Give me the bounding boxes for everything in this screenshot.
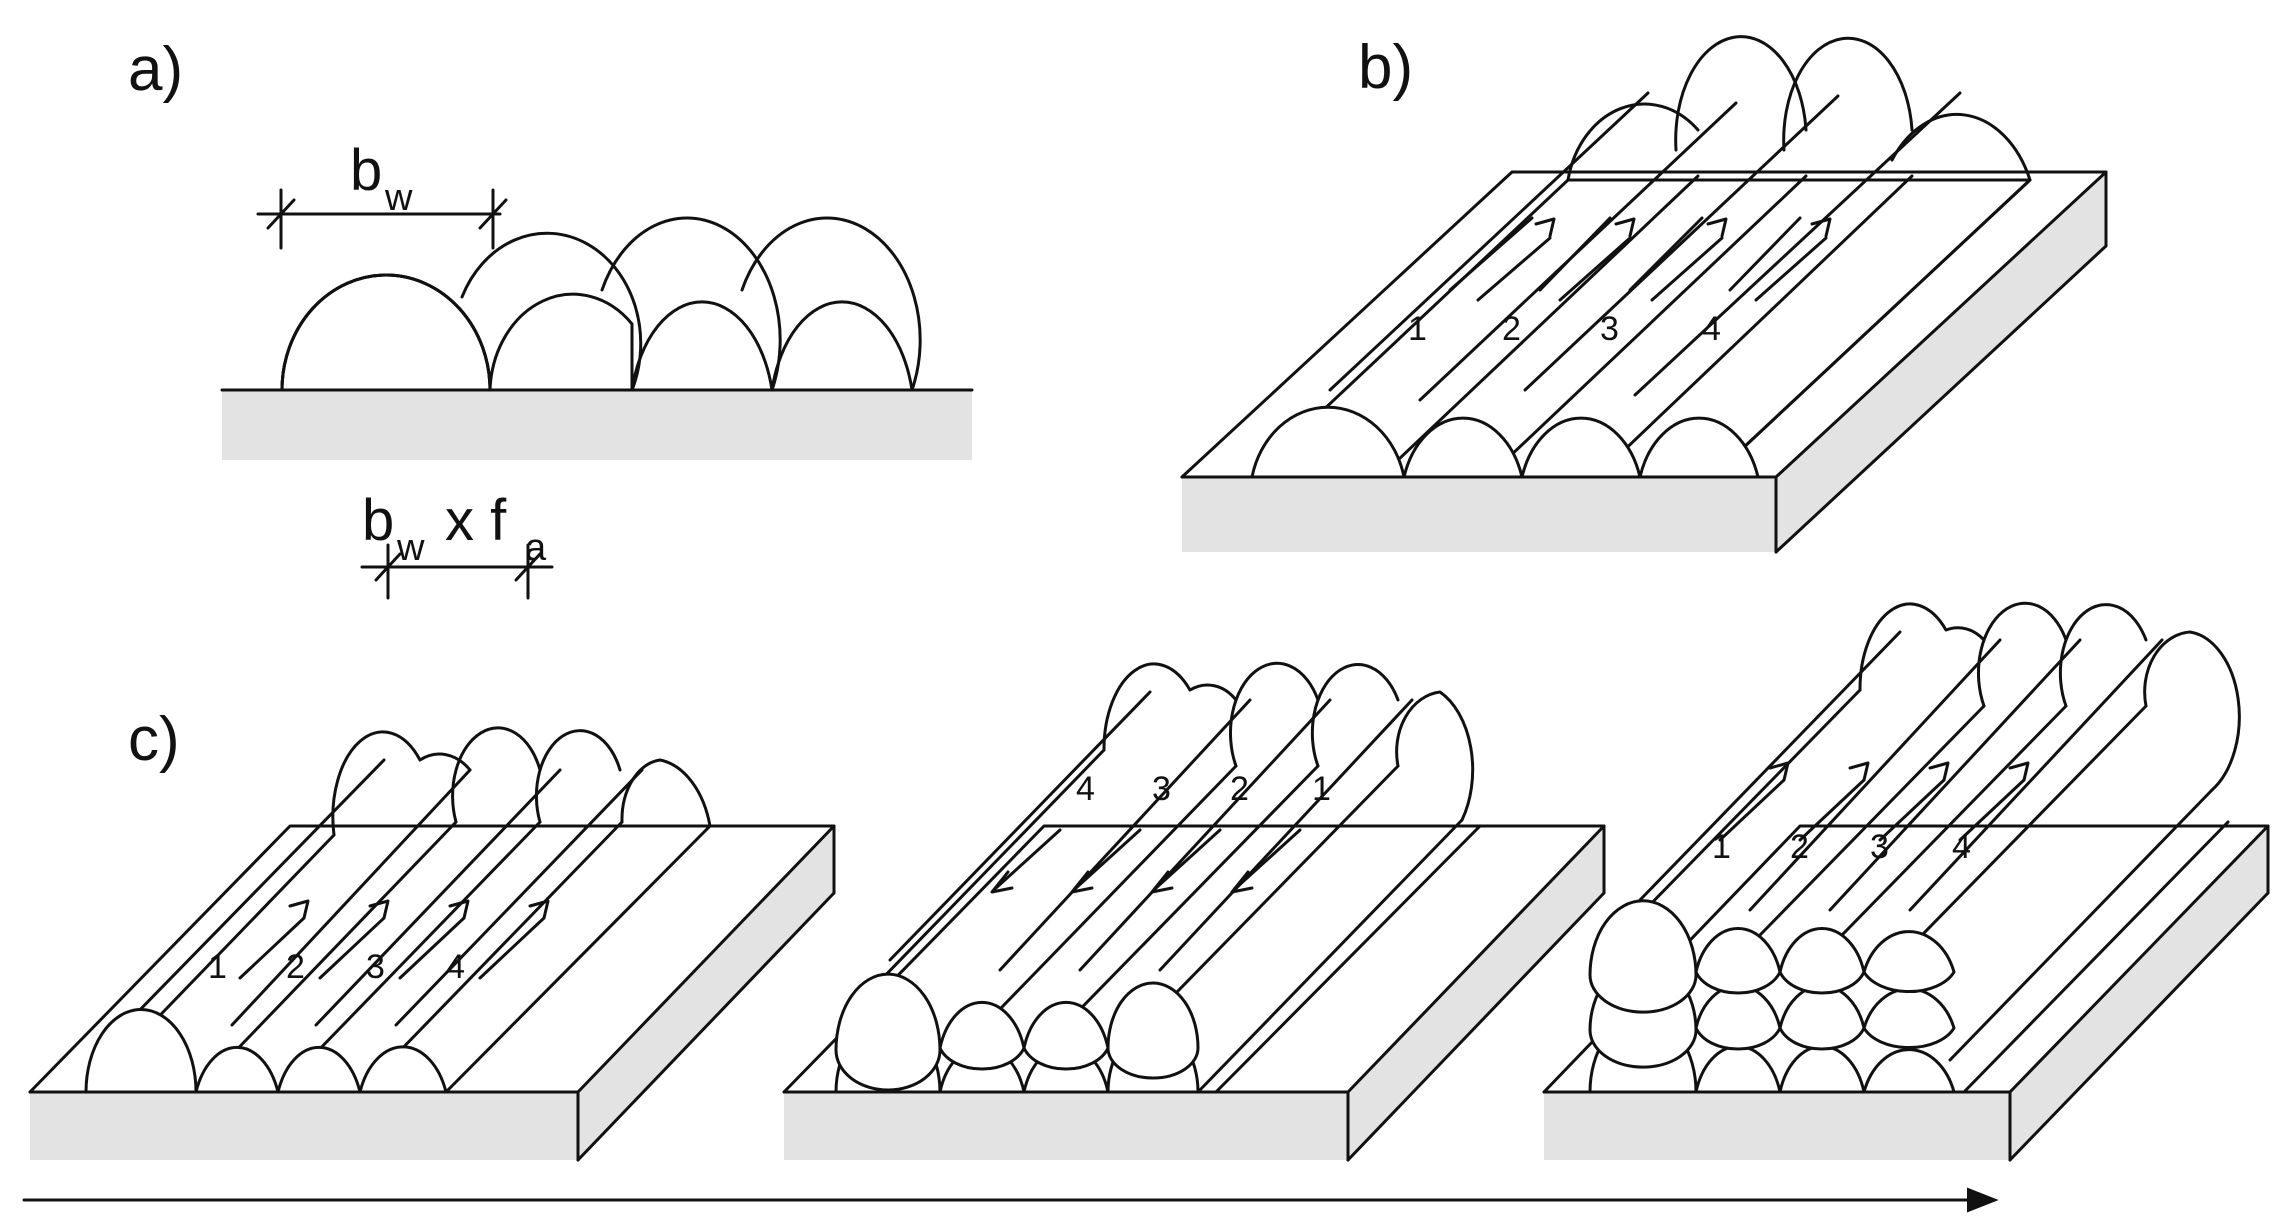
bead (488, 292, 634, 392)
pass-number: 1 (1312, 770, 1331, 808)
step-over-label-b: b (362, 488, 394, 553)
panel-c-stage-1: 1 2 3 4 (28, 726, 836, 1162)
pass-number: 4 (446, 948, 465, 986)
bead-width-subscript: w (384, 177, 413, 219)
progression-arrow (22, 1187, 1999, 1213)
step-over-label-xf: x f (445, 488, 507, 553)
panel-b-label: b) (1358, 33, 1413, 102)
panel-b-pass-arrows (1448, 216, 1832, 302)
bead (770, 300, 914, 392)
pass-number: 4 (1702, 310, 1721, 348)
pass-number: 2 (1790, 828, 1809, 866)
bead-width-label: b (350, 138, 382, 203)
step-over-subscript-w: w (396, 527, 425, 569)
step-over-dimension: b w x f a (360, 488, 554, 600)
pass-number: 1 (208, 948, 227, 986)
pass-number: 3 (366, 948, 385, 986)
pass-number: 2 (1230, 770, 1249, 808)
panel-c-stage-2: 4 3 2 1 (782, 661, 1606, 1162)
pass-number: 4 (1952, 828, 1971, 866)
panel-c: c) (22, 601, 2270, 1213)
panel-b-beads (1180, 35, 2032, 479)
pass-number: 4 (1076, 770, 1095, 808)
pass-number: 2 (1502, 310, 1521, 348)
pass-number: 1 (1408, 310, 1427, 348)
bead (630, 300, 774, 392)
pass-number: 3 (1870, 828, 1889, 866)
pass-number: 3 (1600, 310, 1619, 348)
panel-c-label: c) (128, 705, 180, 774)
panel-b: b) (1180, 33, 2108, 554)
pass-number: 1 (1712, 828, 1731, 866)
panel-c-stage-3: 1 2 3 4 (1542, 601, 2270, 1162)
panel-a: a) b w b w x f a (128, 35, 974, 600)
panel-a-label: a) (128, 35, 183, 104)
panel-a-substrate (222, 390, 972, 460)
step-over-subscript-a: a (525, 527, 547, 569)
pass-number: 2 (286, 948, 305, 986)
pass-number: 3 (1152, 770, 1171, 808)
bead-width-dimension: b w (256, 138, 508, 250)
bead (280, 273, 492, 392)
